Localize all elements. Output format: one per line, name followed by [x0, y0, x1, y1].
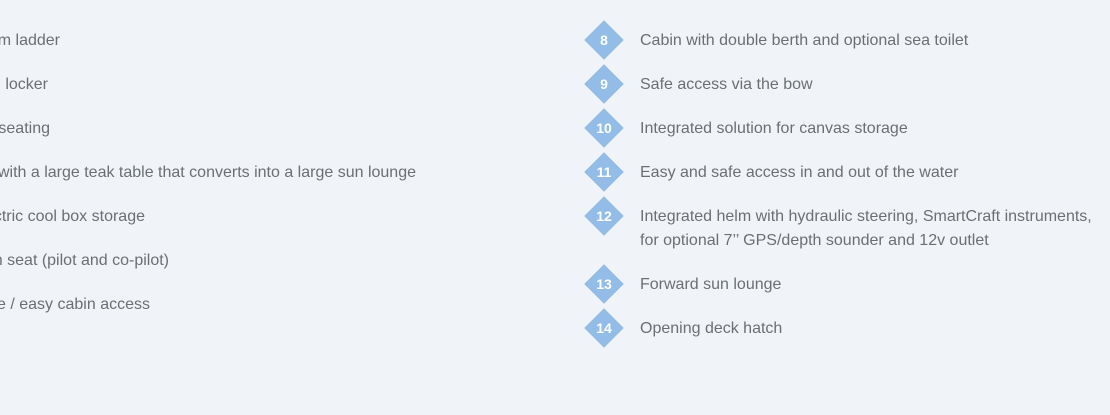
feature-text: Integrated solution for canvas storage	[640, 120, 908, 137]
feature-text: Cabin with double berth and optional sea…	[640, 32, 969, 49]
badge-number: 14	[596, 320, 612, 336]
feature-text: Wide / easy cabin access	[0, 296, 150, 313]
number-badge: 12	[584, 196, 624, 236]
badge-number: 9	[600, 76, 608, 92]
feature-text-line2: for optional 7’’ GPS/depth sounder and 1…	[640, 232, 989, 249]
number-badge: 14	[584, 308, 624, 348]
number-badge: 10	[584, 108, 624, 148]
badge-number: 10	[596, 120, 612, 136]
number-badge: 8	[584, 20, 624, 60]
badge-number: 11	[596, 164, 612, 180]
feature-text: Stern locker	[0, 76, 48, 93]
number-badge: 11	[584, 152, 624, 192]
feature-text: Electric cool box storage	[0, 208, 145, 225]
feature-text: Forward sun lounge	[640, 276, 782, 293]
feature-text: Integrated helm with hydraulic steering,…	[640, 208, 1092, 225]
feature-text: Safe access via the bow	[640, 76, 813, 93]
feature-text: Cockpit with a large teak table that con…	[0, 164, 416, 181]
feature-text: Swim ladder	[0, 32, 60, 49]
badge-number: 8	[600, 32, 608, 48]
feature-text: Aft seating	[0, 120, 50, 137]
badge-number: 12	[596, 208, 612, 224]
number-badge: 13	[584, 264, 624, 304]
feature-text: Helm seat (pilot and co-pilot)	[0, 252, 169, 269]
number-badge: 9	[584, 64, 624, 104]
feature-text: Easy and safe access in and out of the w…	[640, 164, 959, 181]
badge-number: 13	[596, 276, 612, 292]
feature-text: Opening deck hatch	[640, 320, 783, 337]
